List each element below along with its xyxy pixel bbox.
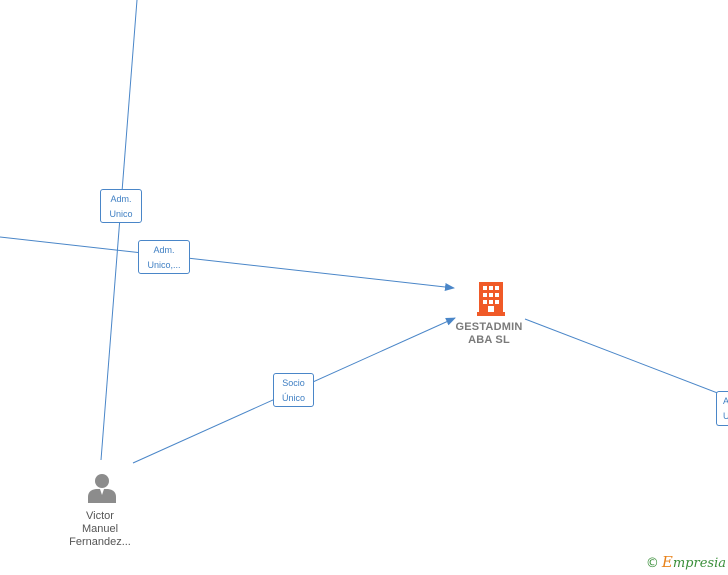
edge-label-socio-unico[interactable]: Socio Único bbox=[273, 373, 314, 407]
edge-label-line2: U bbox=[723, 411, 728, 421]
edge-label-right-clipped[interactable]: A U bbox=[716, 391, 728, 426]
copyright-symbol: © bbox=[645, 556, 659, 571]
person-name-line3: Fernandez... bbox=[69, 536, 131, 548]
empresia-logo: ©Empresia bbox=[646, 553, 726, 571]
building-icon[interactable] bbox=[477, 282, 505, 316]
company-name-line1: GESTADMIN bbox=[455, 321, 523, 333]
edge-adm-unico-to-company[interactable] bbox=[0, 236, 455, 291]
person-name-line1: Victor bbox=[86, 510, 114, 522]
edge-label-line1: Socio bbox=[282, 378, 305, 388]
edge-label-line2: Unico,... bbox=[147, 260, 181, 270]
edge-label-line1: A bbox=[723, 396, 728, 406]
person-node-label[interactable]: Victor Manuel Fernandez... bbox=[50, 510, 150, 549]
edge-label-line1: Adm. bbox=[110, 194, 132, 204]
brand-initial: E bbox=[661, 553, 673, 571]
edge-label-adm-unico-vertical[interactable]: Adm. Unico bbox=[100, 189, 142, 223]
edge-company-to-right[interactable] bbox=[524, 318, 728, 398]
edge-label-line1: Adm. bbox=[153, 245, 175, 255]
edge-label-line2: Único bbox=[281, 393, 305, 403]
edge-vertical-adm-unico[interactable] bbox=[100, 0, 138, 461]
company-node-label[interactable]: GESTADMIN ABA SL bbox=[440, 321, 538, 347]
company-name-line2: ABA SL bbox=[468, 334, 510, 346]
edge-label-line2: Unico bbox=[109, 209, 133, 219]
edge-label-adm-unico-diagonal[interactable]: Adm. Unico,... bbox=[138, 240, 190, 274]
person-name-line2: Manuel bbox=[81, 523, 119, 535]
brand-rest: mpresia bbox=[672, 556, 726, 571]
person-icon[interactable] bbox=[87, 473, 117, 503]
